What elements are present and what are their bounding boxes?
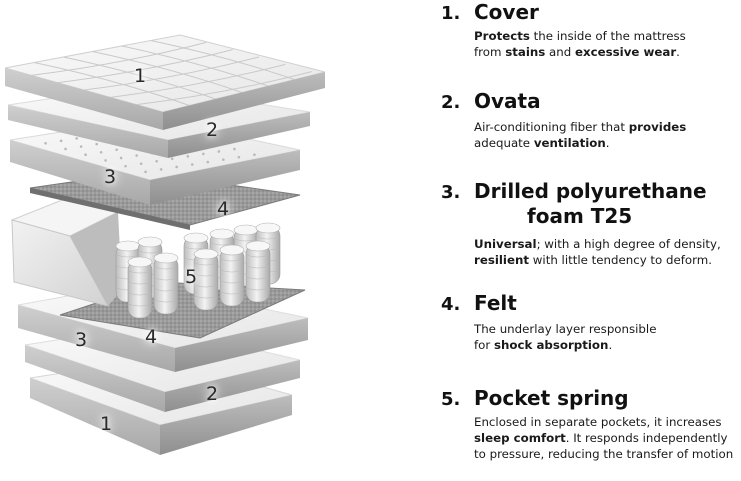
callout-pocket-spring: 5 — [185, 266, 198, 288]
legend-title: Pocket spring — [474, 386, 629, 410]
legend-description: Enclosed in separate pockets, it increas… — [474, 414, 733, 462]
legend-description: Protects the inside of the mattress from … — [474, 28, 686, 60]
side-foam-block — [10, 199, 122, 307]
mattress-layers-illustration — [4, 34, 326, 455]
description-line: for shock absorption. — [474, 338, 613, 352]
legend-title: Drilled polyurethane — [474, 179, 707, 203]
legend-title: Felt — [474, 291, 517, 315]
callout-bottom-ovata: 2 — [206, 383, 219, 405]
description-line: Air-conditioning fiber that provides — [474, 120, 687, 134]
description-line: resilient with little tendency to deform… — [474, 253, 713, 267]
legend-description: The underlay layer responsible for shock … — [474, 321, 656, 353]
callout-bottom-cover: 1 — [100, 413, 113, 435]
description-line: Protects the inside of the mattress — [474, 29, 686, 43]
callout-top-foam: 3 — [104, 166, 117, 188]
callout-top-cover: 1 — [134, 65, 147, 87]
callout-top-felt: 4 — [217, 198, 230, 220]
legend-description: Universal; with a high degree of density… — [474, 236, 721, 268]
description-line: Enclosed in separate pockets, it increas… — [474, 415, 722, 429]
legend-number: 1. — [441, 3, 461, 24]
description-line: to pressure, reducing the transfer of mo… — [474, 447, 734, 461]
pocket-springs — [115, 222, 281, 319]
callout-bottom-foam: 3 — [75, 329, 88, 351]
legend-number: 4. — [441, 294, 461, 315]
description-line: sleep comfort. It responds independently — [474, 431, 728, 445]
legend-description: Air-conditioning fiber that provides adeq… — [474, 119, 686, 151]
top-cover-layer — [4, 34, 326, 130]
description-line: Universal; with a high degree of density… — [474, 237, 721, 251]
legend-number: 2. — [441, 92, 461, 113]
legend-title-line2: foam T25 — [527, 204, 633, 228]
callout-bottom-felt: 4 — [145, 326, 158, 348]
description-line: The underlay layer responsible — [474, 322, 657, 336]
legend-number: 3. — [441, 182, 461, 203]
description-line: adequate ventilation. — [474, 136, 610, 150]
legend-title: Cover — [474, 0, 539, 24]
description-line: from stains and excessive wear. — [474, 45, 680, 59]
callout-top-ovata: 2 — [206, 119, 219, 141]
legend-number: 5. — [441, 389, 461, 410]
legend-title: Ovata — [474, 89, 541, 113]
